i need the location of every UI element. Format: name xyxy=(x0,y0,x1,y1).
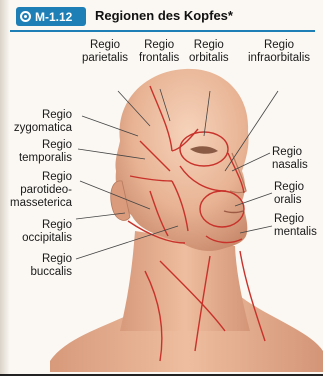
label-regio-orbitalis: Regio orbitalis xyxy=(189,39,229,65)
label-regio-nasalis: Regio nasalis xyxy=(272,146,308,172)
head xyxy=(115,69,248,251)
label-regio-parietalis: Regio parietalis xyxy=(82,39,128,65)
label-regio-infraorbitalis: Regio infraorbitalis xyxy=(248,39,310,65)
figure-number-badge: M-1.12 xyxy=(16,7,86,26)
head-regions-figure: Regio parietalis Regio frontalis Regio o… xyxy=(10,31,323,372)
label-regio-zygomatica: Regio zygomatica xyxy=(2,109,72,135)
label-regio-oralis: Regio oralis xyxy=(274,181,304,207)
label-regio-frontalis: Regio frontalis xyxy=(139,39,179,65)
label-regio-mentalis: Regio mentalis xyxy=(274,213,317,239)
label-regio-occipitalis: Regio occipitalis xyxy=(2,219,72,245)
label-regio-buccalis: Regio buccalis xyxy=(2,253,72,279)
figure-header: M-1.12 Regionen des Kopfes* xyxy=(10,4,315,32)
figure-title: Regionen des Kopfes* xyxy=(95,8,233,23)
figure-number: M-1.12 xyxy=(35,10,72,24)
label-regio-parotideomasseterica: Regio parotideo- masseterica xyxy=(2,171,72,210)
label-regio-temporalis: Regio temporalis xyxy=(2,139,72,165)
target-icon xyxy=(20,11,31,22)
